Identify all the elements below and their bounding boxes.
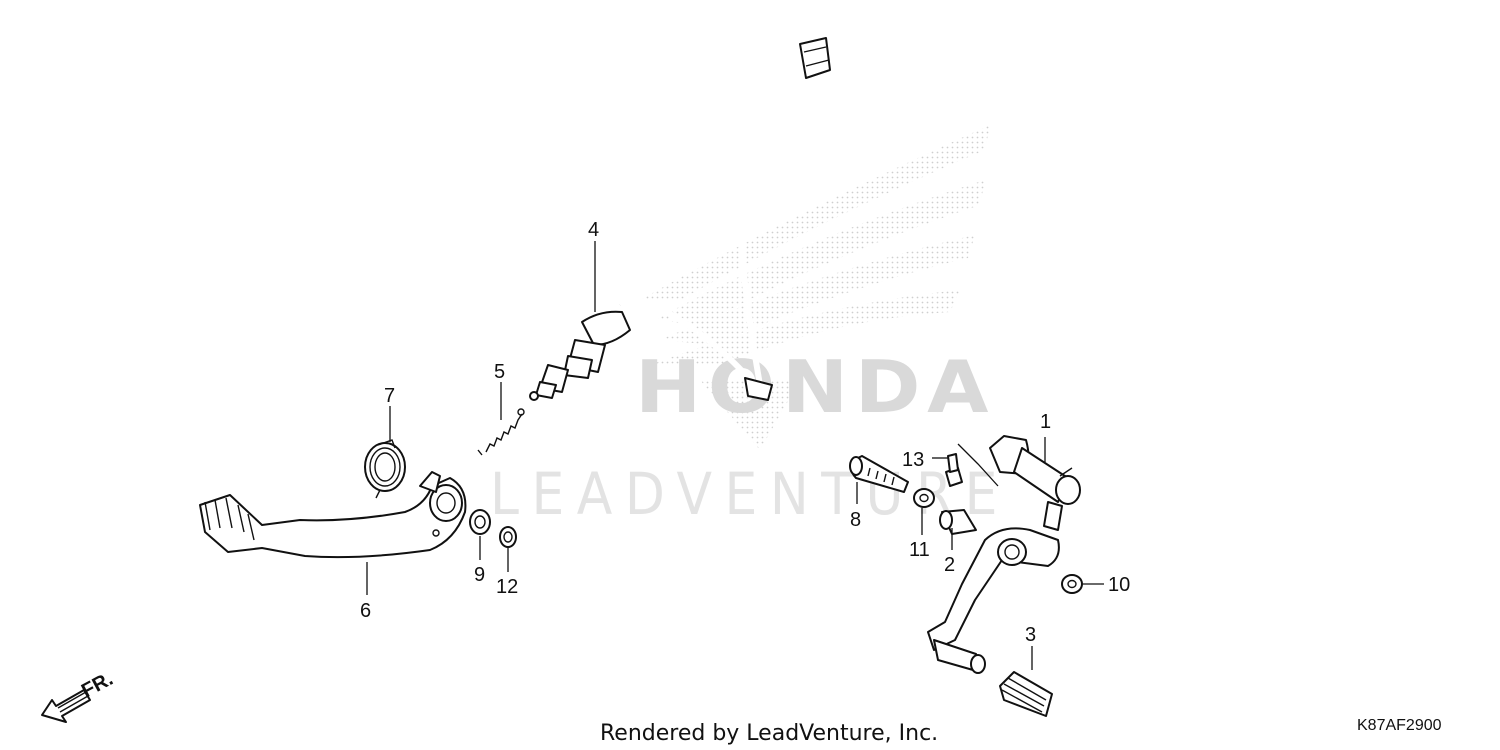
callout-8[interactable]: 8 bbox=[850, 509, 861, 531]
part-5-spring[interactable] bbox=[477, 408, 525, 456]
callout-2[interactable]: 2 bbox=[944, 554, 955, 576]
part-4-brake-switch[interactable] bbox=[529, 37, 831, 401]
honda-wing-watermark: HONDA bbox=[635, 125, 995, 450]
front-direction-marker: FR. bbox=[41, 668, 117, 723]
part-6-brake-pedal[interactable] bbox=[199, 471, 467, 559]
part-3-shift-rubber[interactable] bbox=[999, 671, 1053, 717]
callout-11[interactable]: 11 bbox=[909, 539, 930, 561]
part-13-small-bolt[interactable] bbox=[945, 453, 963, 487]
part-10-washer[interactable] bbox=[1061, 574, 1083, 594]
callout-9[interactable]: 9 bbox=[474, 564, 485, 586]
part-3-shift-pedal[interactable] bbox=[927, 527, 1060, 674]
diagram-code: K87AF2900 bbox=[1357, 717, 1442, 734]
part-12-circlip[interactable] bbox=[499, 526, 517, 548]
honda-wordmark: HONDA bbox=[635, 345, 995, 429]
callout-1[interactable]: 1 bbox=[1040, 411, 1051, 433]
leadventure-watermark: LEADVENTURE bbox=[490, 460, 1010, 528]
callout-7[interactable]: 7 bbox=[384, 385, 395, 407]
leader-lines bbox=[366, 241, 1104, 670]
part-8-bolt[interactable] bbox=[849, 455, 909, 493]
callout-13[interactable]: 13 bbox=[902, 449, 924, 471]
callout-4[interactable]: 4 bbox=[588, 219, 599, 241]
callout-12[interactable]: 12 bbox=[496, 576, 518, 598]
callout-labels: 1 2 3 4 5 6 7 8 9 10 11 12 13 bbox=[360, 219, 1130, 646]
callout-10[interactable]: 10 bbox=[1108, 574, 1130, 596]
part-11-washer[interactable] bbox=[913, 488, 935, 508]
callout-6[interactable]: 6 bbox=[360, 600, 371, 622]
rendered-by-credit: Rendered by LeadVenture, Inc. bbox=[600, 721, 938, 746]
callout-5[interactable]: 5 bbox=[494, 361, 505, 383]
part-9-washer[interactable] bbox=[469, 509, 491, 535]
callout-3[interactable]: 3 bbox=[1025, 624, 1036, 646]
part-7-return-spring[interactable] bbox=[364, 439, 406, 499]
part-1-shift-arm[interactable] bbox=[989, 435, 1081, 531]
part-2-collar[interactable] bbox=[939, 509, 977, 535]
